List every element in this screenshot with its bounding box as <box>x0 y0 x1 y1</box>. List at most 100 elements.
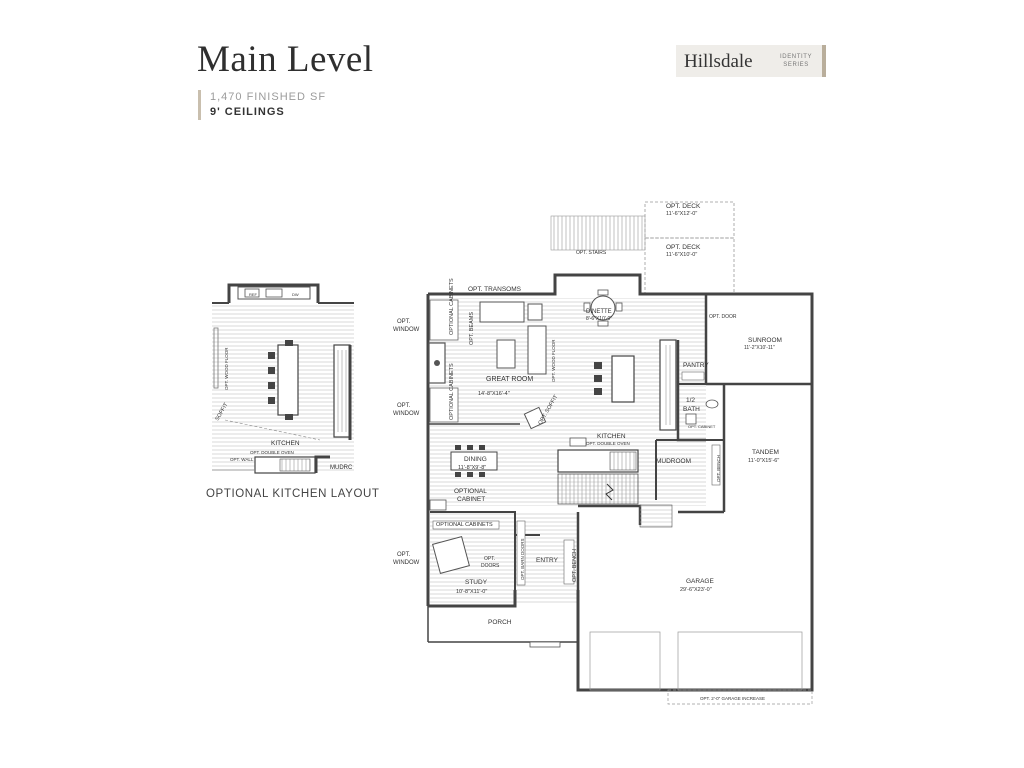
double-oven <box>569 437 587 447</box>
opt-barn-doors-label: OPT. BARN DOORS <box>520 538 525 580</box>
optional-kitchen-plan: KITCHEN SOFFIT MUDRC OPT. DOUBLE OVEN OP… <box>212 283 354 474</box>
optional-cabinet-b-label: CABINET <box>457 496 485 503</box>
opt-transoms-label: OPT. TRANSOMS <box>468 286 522 293</box>
opt-bench-2-label: OPT. BENCH <box>572 549 578 582</box>
opt-stairs-label: OPT. STAIRS <box>576 250 607 256</box>
optional-kitchen-caption: OPTIONAL KITCHEN LAYOUT <box>206 488 380 500</box>
brand-name: Hillsdale <box>684 51 753 72</box>
opt-bench-1-label: OPT. BENCH <box>716 455 721 482</box>
opt-deck-1-size: 11'-6"X12'-0" <box>666 211 697 217</box>
garage-size: 29'-6"X23'-0" <box>680 587 712 593</box>
stair-wall <box>578 504 642 525</box>
barn-doors <box>516 520 526 586</box>
opt-window-1-label: OPT. <box>397 319 411 325</box>
coffee-table <box>496 339 516 369</box>
ceiling-height: 9' CEILINGS <box>210 106 285 118</box>
opt-wood-floor-label: OPT. WOOD FLOOR <box>224 347 229 390</box>
study-cabinets <box>432 520 500 530</box>
study-wall <box>430 511 516 590</box>
opt-window-2b-label: WINDOW <box>393 411 420 417</box>
garage-outer-wall <box>576 292 814 692</box>
ref-label: REF <box>249 292 258 297</box>
opt-window-3b-label: WINDOW <box>393 560 420 566</box>
dinette-label: DINETTE <box>586 309 612 315</box>
bump-out-wall <box>227 283 320 303</box>
opt-cabinets-great-room-bottom <box>429 387 459 423</box>
toilet-icon <box>705 399 719 409</box>
loveseat <box>527 325 547 375</box>
porch-step <box>529 641 561 648</box>
brand-logo: Hillsdale IDENTITY SERIES <box>676 45 826 77</box>
garage-increase-label: OPT. 2'-0" GARAGE INCREASE <box>700 696 765 701</box>
brand-series-line-1: IDENTITY <box>780 54 813 60</box>
brand-series-line-2: SERIES <box>783 62 809 68</box>
island-end-stool <box>285 340 293 346</box>
dining-label: DINING <box>464 456 487 463</box>
island-end-stool-2 <box>285 414 293 420</box>
main-stairs <box>557 473 639 505</box>
kitchen-label: KITCHEN <box>597 433 626 440</box>
opt-stairs <box>550 215 646 251</box>
optional-cabinets-1-label: OPTIONAL CABINETS <box>449 278 455 335</box>
rear-wall <box>428 273 710 296</box>
opt-deck-2-size: 11'-6"X10'-0" <box>666 252 697 258</box>
pantry-label: PANTRY <box>683 362 709 369</box>
opt-beams-label: OPT. BEAMS <box>469 312 475 345</box>
garage-door-right <box>677 631 803 691</box>
opt-window-2-label: OPT. <box>397 403 411 409</box>
side-table <box>527 303 543 321</box>
opt-cabinet-label: OPT. CABINET <box>688 424 716 429</box>
optional-cabinets-2-label: OPTIONAL CABINETS <box>449 363 455 420</box>
opt-window-mark <box>213 327 219 389</box>
garage-door-left <box>589 631 661 691</box>
opt-wood-floor-label: OPT. WOOD FLOOR <box>551 339 556 382</box>
opt-doors-label: OPT. <box>484 556 495 562</box>
study-size: 10'-8"X11'-0" <box>456 589 487 595</box>
opt-window-1b-label: WINDOW <box>393 327 420 333</box>
sunroom-label: SUNROOM <box>748 337 782 344</box>
sunroom-size: 11'-2"X10'-11" <box>744 345 775 351</box>
study-front-wall <box>428 590 517 608</box>
kitchen-stools <box>594 362 602 395</box>
page-title: Main Level <box>197 39 374 80</box>
great-room-label: GREAT ROOM <box>486 376 533 383</box>
half-bath-b-label: BATH <box>683 406 700 413</box>
opt-mudroom-label: MUDRC <box>330 465 353 471</box>
garage-label: GARAGE <box>686 578 714 585</box>
half-bath-label: 1/2 <box>686 397 695 404</box>
study-desk <box>432 536 470 574</box>
great-room-size: 14'-8"X16'-4" <box>478 391 510 397</box>
garage-increase <box>667 689 813 705</box>
pantry-shelves <box>681 371 705 381</box>
level-info: 1,470 FINISHED SF 9' CEILINGS <box>198 90 326 120</box>
sink-icon <box>244 288 260 298</box>
opt-deck-2-label: OPT. DECK <box>666 244 701 251</box>
opt-double-oven-label: OPT. DOUBLE OVEN <box>586 441 630 446</box>
finished-sf: 1,470 FINISHED SF <box>210 91 327 103</box>
optional-cabinet <box>429 499 447 511</box>
opt-deck-1-label: OPT. DECK <box>666 203 701 210</box>
dining-chairs <box>455 445 485 477</box>
sofa <box>479 301 525 323</box>
island-stools <box>268 352 275 404</box>
opt-cabinets-great-room-top <box>429 299 459 341</box>
study-label: STUDY <box>465 579 488 586</box>
dinette-size: 8'-6"X10'-0" <box>586 316 612 322</box>
entry-label: ENTRY <box>536 557 559 564</box>
opt-door-label: OPT. DOOR <box>709 314 737 320</box>
island <box>277 344 299 416</box>
dinette-table <box>590 295 616 321</box>
study-cabinets-label: OPTIONAL CABINETS <box>436 522 493 528</box>
mudroom-label: MUDROOM <box>656 458 691 465</box>
mudroom-steps <box>639 504 673 528</box>
opt-doors-b-label: DOORS <box>481 563 500 569</box>
tandem-label: TANDEM <box>752 449 779 456</box>
opt-wall-label: OPT. WALL <box>230 457 254 462</box>
porch-label: PORCH <box>488 619 512 626</box>
main-plan: OPT. DECK 11'-6"X12'-0" OPT. DECK 11'-6"… <box>393 201 814 705</box>
sink-icon <box>685 413 697 425</box>
tandem-size: 11'-0"X15'-6" <box>748 458 779 464</box>
mudroom-wall <box>314 455 330 473</box>
opt-double-oven-label: OPT. DOUBLE OVEN <box>250 450 294 455</box>
